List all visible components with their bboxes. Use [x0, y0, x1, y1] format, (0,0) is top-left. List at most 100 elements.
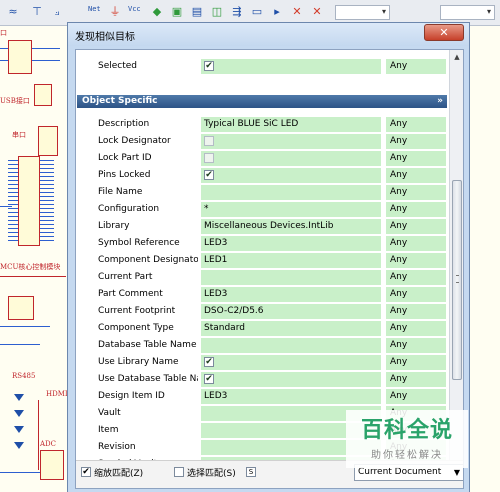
- off-sheet-icon[interactable]: ▭: [251, 5, 263, 18]
- schematic-label: RS485: [12, 372, 36, 380]
- property-row[interactable]: Use Database Table Na✔Any: [76, 371, 448, 388]
- match-mode-cell[interactable]: Any: [386, 270, 446, 285]
- match-mode-cell[interactable]: Any: [386, 202, 446, 217]
- net-label-tool[interactable]: Net: [88, 5, 101, 13]
- property-value[interactable]: ✔: [201, 355, 381, 370]
- match-mode-cell[interactable]: Any: [386, 219, 446, 234]
- ic-symbol: [34, 84, 52, 106]
- property-checkbox[interactable]: ✔: [204, 61, 214, 71]
- match-mode-cell[interactable]: Any: [386, 253, 446, 268]
- match-mode-cell[interactable]: Any: [386, 304, 446, 319]
- property-value[interactable]: [201, 406, 381, 421]
- property-value[interactable]: [201, 151, 381, 166]
- property-row[interactable]: Configuration*Any: [76, 201, 448, 218]
- close-button[interactable]: ✕: [424, 24, 464, 41]
- property-value[interactable]: [201, 270, 381, 285]
- match-mode-cell[interactable]: Any: [386, 389, 446, 404]
- property-value[interactable]: Miscellaneous Devices.IntLib: [201, 219, 381, 234]
- property-value[interactable]: Standard: [201, 321, 381, 336]
- scroll-up-icon[interactable]: ▲: [454, 53, 460, 61]
- property-value[interactable]: DSO-C2/D5.6: [201, 304, 381, 319]
- property-value[interactable]: [201, 338, 381, 353]
- ground-icon[interactable]: ⏚: [109, 5, 121, 18]
- property-value[interactable]: LED3: [201, 389, 381, 404]
- property-name: Use Library Name: [98, 357, 179, 367]
- bus-icon[interactable]: ⊤: [32, 5, 42, 18]
- dialog-titlebar[interactable]: 发现相似目标 ✕: [68, 23, 469, 46]
- property-value[interactable]: LED1: [201, 253, 381, 268]
- property-checkbox[interactable]: ✔: [204, 170, 214, 180]
- watermark-logo: 百科全说 助你轻松解决: [346, 410, 468, 468]
- zoom-match-label[interactable]: 缩放匹配(Z): [94, 469, 144, 479]
- collapse-icon[interactable]: »: [437, 96, 443, 106]
- property-checkbox[interactable]: ✔: [204, 357, 214, 367]
- property-name: Part Comment: [98, 289, 163, 299]
- property-row[interactable]: Pins Locked✔Any: [76, 167, 448, 184]
- wire-icon[interactable]: ≈: [8, 5, 18, 18]
- section-header-object-specific[interactable]: Object Specific »: [77, 95, 447, 108]
- property-value[interactable]: LED3: [201, 287, 381, 302]
- property-value[interactable]: [201, 423, 381, 438]
- directive-icon[interactable]: ▸: [274, 5, 280, 18]
- sheet-entry-icon[interactable]: ▤: [191, 5, 203, 18]
- bus-entry-icon[interactable]: ⟓: [54, 5, 60, 18]
- zoom-match-checkbox[interactable]: ✔: [81, 467, 91, 477]
- no-erc-icon[interactable]: ✕: [292, 5, 302, 18]
- property-row[interactable]: Selected✔Any: [76, 58, 448, 75]
- no-erc-alt-icon[interactable]: ✕: [312, 5, 322, 18]
- property-value[interactable]: ✔: [201, 168, 381, 183]
- property-value[interactable]: [201, 185, 381, 200]
- port-icon[interactable]: ⇶: [232, 5, 242, 18]
- match-mode-cell[interactable]: Any: [386, 372, 446, 387]
- toolbar-combo-1[interactable]: ▾: [335, 5, 390, 20]
- match-mode-cell[interactable]: Any: [386, 59, 446, 74]
- match-mode-cell[interactable]: Any: [386, 338, 446, 353]
- property-value[interactable]: Typical BLUE SiC LED: [201, 117, 381, 132]
- sheet-symbol-icon[interactable]: ▣: [171, 5, 183, 18]
- property-name: Component Designato: [98, 255, 198, 265]
- vcc-power-tool[interactable]: Vcc: [128, 5, 141, 13]
- match-mode-cell[interactable]: Any: [386, 355, 446, 370]
- scroll-thumb[interactable]: [452, 180, 462, 380]
- property-row[interactable]: Part Comment LED3 Any: [76, 286, 448, 303]
- property-value[interactable]: [201, 457, 381, 460]
- match-mode-cell[interactable]: Any: [386, 117, 446, 132]
- property-checkbox[interactable]: ✔: [204, 374, 214, 384]
- property-row[interactable]: Use Library Name ✔ Any: [76, 354, 448, 371]
- led-symbol: [14, 442, 24, 449]
- vertical-scrollbar[interactable]: ▲: [449, 50, 463, 460]
- check-icon: ✔: [205, 61, 213, 71]
- property-value[interactable]: *: [201, 202, 381, 217]
- toolbar-combo-2[interactable]: ▾: [440, 5, 495, 20]
- property-checkbox[interactable]: [204, 153, 214, 163]
- device-sheet-icon[interactable]: ◫: [211, 5, 223, 18]
- match-mode-cell[interactable]: Any: [386, 236, 446, 251]
- match-mode-cell[interactable]: Any: [386, 168, 446, 183]
- property-value[interactable]: [201, 134, 381, 149]
- match-mode-cell[interactable]: Any: [386, 151, 446, 166]
- match-mode-cell[interactable]: Any: [386, 134, 446, 149]
- match-mode-cell[interactable]: Any: [386, 287, 446, 302]
- select-match-checkbox[interactable]: [174, 467, 184, 477]
- property-checkbox[interactable]: [204, 136, 214, 146]
- property-value[interactable]: ✔: [201, 59, 381, 74]
- part-icon[interactable]: ◆: [152, 5, 162, 18]
- property-value[interactable]: ✔: [201, 372, 381, 387]
- match-mode-cell[interactable]: Any: [386, 185, 446, 200]
- select-match-label[interactable]: 选择匹配(S): [187, 469, 236, 479]
- match-mode-cell[interactable]: Any: [386, 321, 446, 336]
- property-value[interactable]: LED3: [201, 236, 381, 251]
- property-value[interactable]: [201, 440, 381, 455]
